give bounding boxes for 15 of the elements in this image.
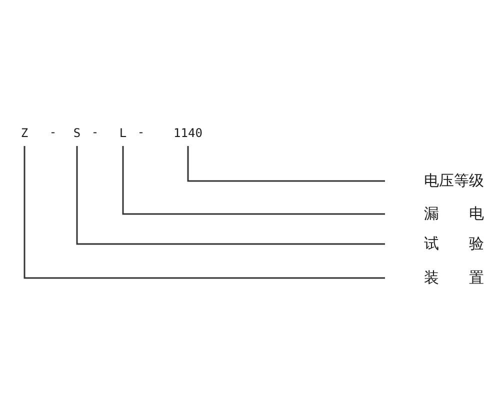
connector-line [187, 146, 385, 182]
separator-dash: - [137, 125, 145, 139]
model-code: 1140 [174, 126, 202, 140]
connector-line [76, 146, 385, 245]
model-code: S [73, 126, 81, 140]
code-meaning: 装置 [424, 270, 484, 286]
code-meaning: 电压等级 [424, 172, 484, 190]
code-meaning: 试验 [424, 236, 484, 252]
connector-line [122, 146, 385, 215]
connector-line [24, 146, 385, 279]
code-meaning: 漏电 [424, 206, 484, 222]
model-code: L [119, 126, 127, 140]
separator-dash: - [49, 125, 57, 139]
separator-dash: - [91, 125, 99, 139]
model-code: Z [20, 126, 28, 140]
